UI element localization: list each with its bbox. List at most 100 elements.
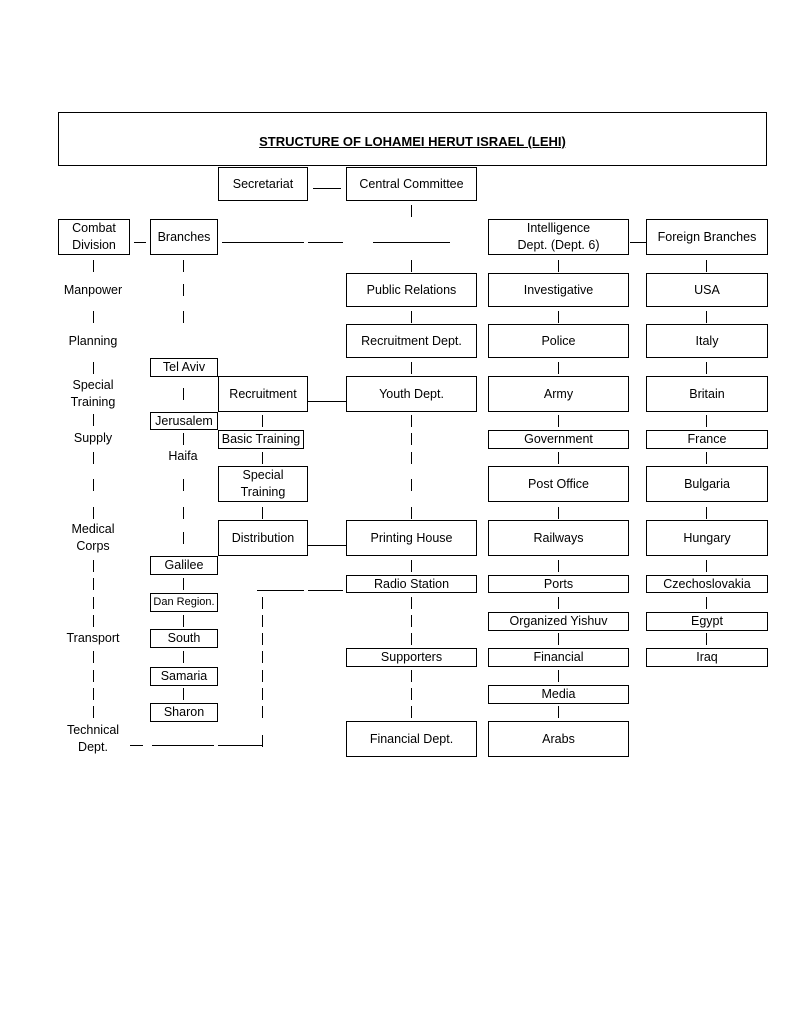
branch-tel-aviv: Tel Aviv	[150, 358, 218, 377]
foreign-connector	[706, 452, 707, 464]
foreign-connector	[706, 260, 707, 272]
central-connector	[411, 670, 412, 682]
combat-item-medical-corps: Medical Corps	[71, 522, 115, 553]
foreign-bulgaria: Bulgaria	[646, 466, 768, 502]
central-connector	[411, 452, 412, 464]
title-box: STRUCTURE OF LOHAMEI HERUT ISRAEL (LEHI)	[58, 112, 767, 166]
foreign-usa: USA	[646, 273, 768, 307]
foreign-connector	[706, 597, 707, 609]
central-connector	[411, 633, 412, 645]
connector-technical-bottom-2	[152, 745, 214, 746]
chart-title: STRUCTURE OF LOHAMEI HERUT ISRAEL (LEHI)	[259, 133, 566, 149]
central-connector	[411, 311, 412, 323]
branches-connector	[183, 260, 184, 272]
central-connector	[411, 260, 412, 272]
intelligence-connector	[558, 560, 559, 572]
central-connector	[411, 688, 412, 700]
intelligence-connector	[558, 507, 559, 519]
branches-connector	[183, 433, 184, 445]
connector-secretariat-committee	[313, 188, 341, 189]
central-connector	[411, 706, 412, 718]
combat-item-technical-dept: Technical Dept.	[66, 723, 120, 754]
central-public-relations: Public Relations	[346, 273, 477, 307]
central-connector	[411, 597, 412, 609]
combat-connector	[93, 615, 94, 627]
foreign-connector	[706, 311, 707, 323]
branch-samaria: Samaria	[150, 667, 218, 686]
branches-connector	[183, 532, 184, 544]
central-committee-box: Central Committee	[346, 167, 477, 201]
intelligence-army: Army	[488, 376, 629, 412]
central-supporters: Supporters	[346, 648, 477, 667]
foreign-britain: Britain	[646, 376, 768, 412]
connector-committee-down	[411, 205, 412, 217]
recruitment-connector	[262, 597, 263, 609]
intelligence-connector	[558, 415, 559, 427]
recruitment-box: Recruitment	[218, 376, 308, 412]
combat-connector	[93, 479, 94, 491]
combat-connector	[93, 311, 94, 323]
recruitment-connector	[262, 688, 263, 700]
intelligence-post-office: Post Office	[488, 466, 629, 502]
combat-connector	[93, 507, 94, 519]
foreign-connector	[706, 362, 707, 374]
connector-distribution-printing	[308, 545, 346, 546]
recruitment-connector	[262, 452, 263, 464]
intelligence-connector	[558, 597, 559, 609]
branches-connector	[183, 284, 184, 296]
connector-branches-line-3	[373, 242, 450, 243]
recruitment-distribution: Distribution	[218, 520, 308, 556]
intelligence-connector	[558, 633, 559, 645]
foreign-italy: Italy	[646, 324, 768, 358]
foreign-iraq: Iraq	[646, 648, 768, 667]
branches-connector	[183, 615, 184, 627]
connector-radio-1	[257, 590, 304, 591]
combat-connector	[93, 362, 94, 374]
connector-branches-line-1	[222, 242, 304, 243]
recruitment-connector	[262, 615, 263, 627]
branch-haifa: Haifa	[168, 449, 198, 463]
intelligence-connector	[558, 362, 559, 374]
foreign-branches-box: Foreign Branches	[646, 219, 768, 255]
foreign-france: France	[646, 430, 768, 449]
intelligence-connector	[558, 311, 559, 323]
connector-technical-bottom-3	[218, 745, 262, 746]
recruitment-connector	[262, 507, 263, 519]
branches-connector	[183, 688, 184, 700]
combat-item-special-training: Special Training	[70, 378, 116, 409]
branches-connector	[183, 507, 184, 519]
branches-connector	[183, 311, 184, 323]
intelligence-organized-yishuv: Organized Yishuv	[488, 612, 629, 631]
intelligence-ports: Ports	[488, 575, 629, 593]
intelligence-railways: Railways	[488, 520, 629, 556]
branch-jerusalem: Jerusalem	[150, 412, 218, 430]
combat-connector	[93, 452, 94, 464]
combat-item-transport: Transport	[66, 631, 120, 645]
recruitment-special-training: Special Training	[218, 466, 308, 502]
central-connector	[411, 479, 412, 491]
connector-branches-line-2	[308, 242, 343, 243]
foreign-connector	[706, 633, 707, 645]
branches-connector	[183, 479, 184, 491]
foreign-connector	[706, 415, 707, 427]
recruitment-basic-training: Basic Training	[218, 430, 304, 449]
combat-item-supply: Supply	[73, 431, 113, 445]
combat-connector	[93, 688, 94, 700]
branch-dan-region: Dan Region.	[150, 593, 218, 612]
central-connector	[411, 415, 412, 427]
recruitment-connector	[262, 735, 263, 747]
central-connector	[411, 362, 412, 374]
branches-box: Branches	[150, 219, 218, 255]
foreign-hungary: Hungary	[646, 520, 768, 556]
combat-connector	[93, 560, 94, 572]
central-radio-station: Radio Station	[346, 575, 477, 593]
central-financial-dept: Financial Dept.	[346, 721, 477, 757]
combat-connector	[93, 706, 94, 718]
intelligence-connector	[558, 706, 559, 718]
intelligence-arabs: Arabs	[488, 721, 629, 757]
intelligence-connector	[558, 670, 559, 682]
combat-connector	[93, 414, 94, 426]
foreign-connector	[706, 560, 707, 572]
branches-connector	[183, 388, 184, 400]
foreign-connector	[706, 507, 707, 519]
